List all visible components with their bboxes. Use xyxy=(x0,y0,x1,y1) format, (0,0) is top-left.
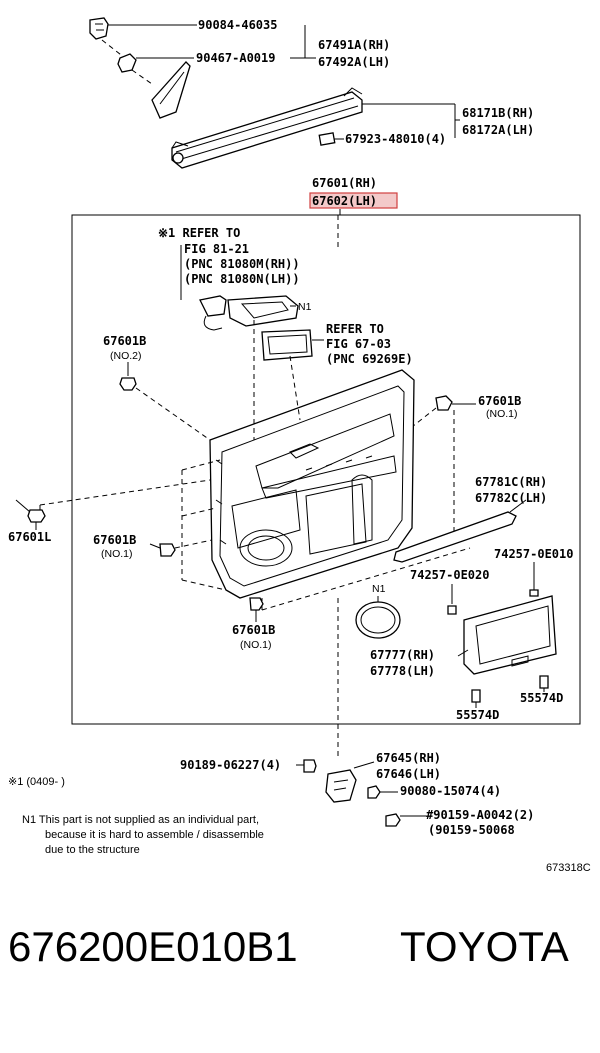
assembly-frame xyxy=(71,214,581,725)
clip-67601l xyxy=(27,509,46,523)
note-n1-line2: because it is hard to assemble / disasse… xyxy=(45,829,264,841)
inside-handle-assy xyxy=(199,295,299,331)
label-67602-lh: 67602(LH) xyxy=(312,194,377,208)
door-trim-panel xyxy=(209,369,415,599)
label-no1-c: (NO.1) xyxy=(101,548,133,560)
note-n1-line1: N1 This part is not supplied as an indiv… xyxy=(22,814,259,826)
label-67781: 67781C(RH) xyxy=(475,475,547,489)
clip-55574-a xyxy=(471,689,481,703)
label-67923: 67923-48010(4) xyxy=(345,132,446,146)
label-74257-a: 74257-0E010 xyxy=(494,547,573,561)
speaker-grille xyxy=(355,601,401,639)
label-67646: 67646(LH) xyxy=(376,767,441,781)
clip-55574-b xyxy=(539,675,549,689)
clip-74257-b xyxy=(447,605,457,615)
n1-label-b: N1 xyxy=(372,583,386,595)
label-68171: 68171B(RH) xyxy=(462,106,534,120)
label-90189: 90189-06227(4) xyxy=(180,758,281,772)
label-90159-b: (90159-50068 xyxy=(428,823,515,837)
label-90084: 90084-46035 xyxy=(198,18,277,32)
label-55574-b: 55574D xyxy=(520,691,563,705)
ref1-line3: (PNC 81080M(RH)) xyxy=(184,257,300,271)
ref2-line2: FIG 67-03 xyxy=(326,337,391,351)
figure-code: 673318C xyxy=(546,862,591,874)
label-67491: 67491A(RH) xyxy=(318,38,390,52)
footer-brand: TOYOTA xyxy=(400,923,569,970)
screw-90467 xyxy=(117,53,137,73)
label-67492: 67492A(LH) xyxy=(318,55,390,69)
switch-bezel-69269 xyxy=(261,329,313,361)
label-67601b-a: 67601B xyxy=(103,334,146,348)
label-67601-rh: 67601(RH) xyxy=(312,176,377,190)
label-67645: 67645(RH) xyxy=(376,751,441,765)
screw-90159 xyxy=(385,813,401,827)
screw-90080 xyxy=(367,785,381,799)
note-n1-line3: due to the structure xyxy=(45,844,140,856)
ref2-line3: (PNC 69269E) xyxy=(326,352,413,366)
bracket-67645 xyxy=(325,769,357,803)
label-90080: 90080-15074(4) xyxy=(400,784,501,798)
clip-90084 xyxy=(89,17,109,40)
footer-part-number: 676200E010B1 xyxy=(8,923,298,970)
label-67601b-c: 67601B xyxy=(93,533,136,547)
note-x1: ※1 (0409- ) xyxy=(8,776,65,788)
ref1-line2: FIG 81-21 xyxy=(184,242,249,256)
clip-67601b-no1-bottom xyxy=(249,597,264,611)
label-no2: (NO.2) xyxy=(110,350,142,362)
label-74257-b: 74257-0E020 xyxy=(410,568,489,582)
clip-67601b-no2 xyxy=(119,377,137,391)
clip-67601b-no1-mid xyxy=(159,543,176,557)
label-55574-a: 55574D xyxy=(456,708,499,722)
ref1-line1: ※1 REFER TO xyxy=(158,226,240,240)
ref2-line1: REFER TO xyxy=(326,322,384,336)
label-67777: 67777(RH) xyxy=(370,648,435,662)
moulding-67781 xyxy=(393,511,517,563)
label-67601b-b: 67601B xyxy=(478,394,521,408)
label-90159-a: #90159-A0042(2) xyxy=(426,808,534,822)
label-67778: 67778(LH) xyxy=(370,664,435,678)
clip-67923 xyxy=(318,132,336,146)
label-no1-b: (NO.1) xyxy=(486,408,518,420)
corner-cover-67491 xyxy=(151,61,191,119)
label-68172: 68172A(LH) xyxy=(462,123,534,137)
n1-label-a: N1 xyxy=(298,301,312,313)
highlight-67602 xyxy=(309,192,398,209)
ref1-line4: (PNC 81080N(LH)) xyxy=(184,272,300,286)
clip-74257-a xyxy=(529,589,539,597)
door-pocket-67777 xyxy=(463,595,557,675)
label-67601b-d: 67601B xyxy=(232,623,275,637)
screw-90189 xyxy=(303,759,317,773)
label-67782: 67782C(LH) xyxy=(475,491,547,505)
clip-67601b-no1-right xyxy=(435,395,453,411)
label-67601l: 67601L xyxy=(8,530,51,544)
label-no1-d: (NO.1) xyxy=(240,639,272,651)
belt-moulding-68171 xyxy=(171,87,363,169)
label-90467: 90467-A0019 xyxy=(196,51,275,65)
